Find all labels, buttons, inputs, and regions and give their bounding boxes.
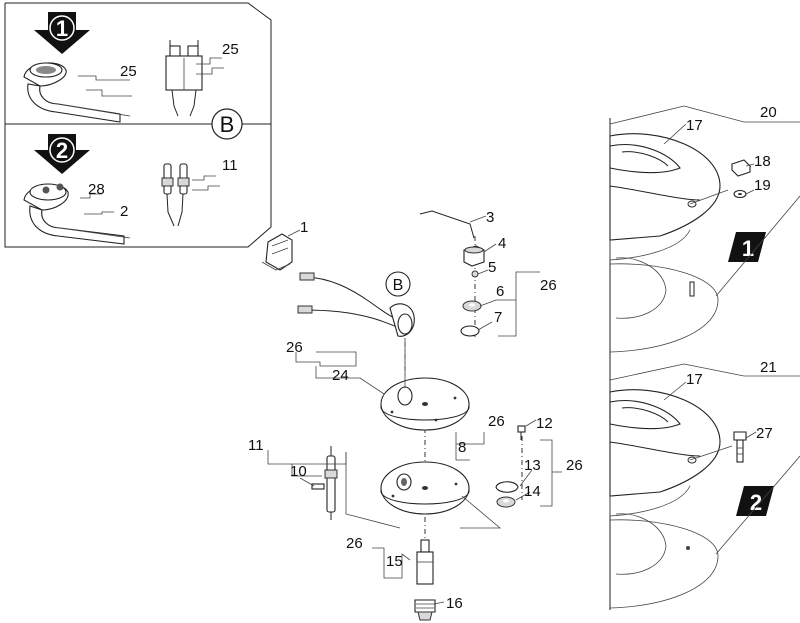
callout-5: 5	[488, 259, 496, 276]
callout-21: 21	[760, 359, 777, 376]
ignition-cable	[297, 272, 415, 337]
washer-part-6	[462, 300, 482, 312]
nut-part-4	[463, 245, 485, 267]
detail-marker-b: B	[211, 108, 243, 140]
callout-11: 11	[248, 437, 264, 454]
callout-15: 15	[386, 553, 403, 570]
variant-arrow-2: 2	[34, 134, 90, 174]
callout-7: 7	[494, 309, 502, 326]
callout-17-a: 17	[686, 117, 703, 134]
holder-part-15	[416, 539, 434, 585]
screw-part-12	[517, 425, 526, 440]
variant-label-1: 1	[56, 16, 68, 41]
callout-25-b: 25	[222, 41, 239, 58]
screw-part-10	[311, 483, 325, 490]
plate-part-24	[380, 338, 470, 431]
electrode-rod-part-11	[324, 446, 338, 520]
detail-marker-b-label: B	[220, 112, 235, 137]
cap-screw-part-18	[730, 159, 752, 177]
callout-16: 16	[446, 595, 463, 612]
callout-20: 20	[760, 104, 777, 121]
variant-badge-1-label: 1	[742, 236, 754, 261]
callout-26-d: 26	[566, 457, 583, 474]
inset-panel: 1 2 B	[4, 2, 272, 248]
callout-4: 4	[498, 235, 506, 252]
callout-26-e: 26	[346, 535, 363, 552]
ignition-connector-2	[23, 183, 131, 245]
callout-18: 18	[754, 153, 771, 170]
callout-25-a: 25	[120, 63, 137, 80]
electrode-pair-2	[161, 163, 190, 227]
variant-badge-2-label: 2	[750, 490, 762, 515]
callout-2: 2	[120, 203, 128, 220]
right-panel: 1 2	[609, 104, 800, 610]
center-assembly: B	[248, 209, 583, 621]
washer-part-19	[733, 189, 747, 199]
bolt-part-27	[733, 431, 747, 463]
callout-11-inset: 11	[222, 157, 238, 174]
callout-17-b: 17	[686, 371, 703, 388]
burner-head-2	[609, 389, 721, 609]
callout-26-b: 26	[286, 339, 303, 356]
variant-label-2: 2	[56, 138, 68, 163]
callout-1: 1	[300, 219, 308, 236]
burner-head-1	[609, 133, 721, 353]
ball-part-5	[471, 270, 479, 278]
callout-27: 27	[756, 425, 773, 442]
callout-14: 14	[524, 483, 541, 500]
detail-marker-b-center: B	[385, 271, 411, 297]
callout-10: 10	[290, 463, 307, 480]
detail-marker-b-center-label: B	[393, 277, 404, 294]
callout-28: 28	[88, 181, 105, 198]
clip-part-1	[261, 233, 293, 271]
callout-6: 6	[496, 283, 504, 300]
hex-key-part-3	[419, 210, 475, 239]
callout-26-c: 26	[488, 413, 505, 430]
callout-13: 13	[524, 457, 541, 474]
electrode-pair-1	[165, 40, 203, 117]
variant-badge-2: 2	[736, 486, 774, 516]
ring-part-7	[460, 325, 480, 337]
nozzle-part-16	[414, 599, 436, 621]
ignition-connector-1	[23, 62, 131, 123]
plate-part-8	[380, 461, 470, 515]
callout-3: 3	[486, 209, 494, 226]
clamp-part-13	[495, 481, 519, 493]
washer-part-14	[496, 496, 516, 508]
callout-26-a: 26	[540, 277, 557, 294]
callout-24: 24	[332, 367, 349, 384]
variant-arrow-1: 1	[34, 12, 90, 54]
callout-8: 8	[458, 439, 466, 456]
callout-19: 19	[754, 177, 771, 194]
variant-badge-1: 1	[728, 232, 766, 262]
callout-12: 12	[536, 415, 553, 432]
